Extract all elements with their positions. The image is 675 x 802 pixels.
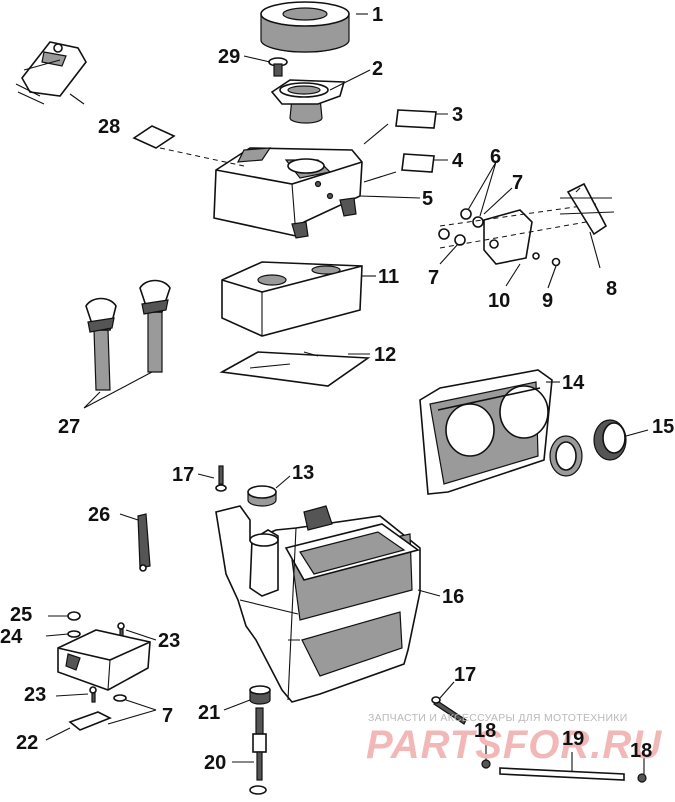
callout-8: 8 xyxy=(606,278,617,300)
callout-23-upper: 23 xyxy=(158,630,180,652)
part-27-intake-tubes xyxy=(83,279,171,409)
part-15-rubber-boots xyxy=(549,419,627,477)
callout-14: 14 xyxy=(562,372,585,394)
callout-13: 13 xyxy=(292,462,314,484)
callout-leaders xyxy=(45,13,649,774)
callout-12: 12 xyxy=(374,344,396,366)
callout-20: 20 xyxy=(204,752,226,774)
part-25-grommet xyxy=(67,611,81,621)
callout-9: 9 xyxy=(542,290,553,312)
part-19-rod xyxy=(499,767,625,781)
part-23-screw-lower xyxy=(89,686,97,703)
callout-5: 5 xyxy=(422,188,433,210)
callout-21: 21 xyxy=(198,702,220,724)
part-26-clip xyxy=(137,513,151,572)
part-7-washer-lower xyxy=(113,694,127,702)
callout-17-lower: 17 xyxy=(454,664,476,686)
callout-2: 2 xyxy=(372,58,383,80)
watermark: ЗАПЧАСТИ И АКСЕССУАРЫ ДЛЯ МОТОТЕХНИКИ PA… xyxy=(366,712,662,767)
callout-16: 16 xyxy=(442,586,464,608)
part-20-drain-tube xyxy=(249,707,267,795)
callout-1: 1 xyxy=(372,4,383,26)
callout-3: 3 xyxy=(452,104,463,126)
callout-19: 19 xyxy=(562,728,584,750)
callout-6: 6 xyxy=(490,146,501,168)
part-14-airbox-frame xyxy=(419,369,553,495)
callout-10: 10 xyxy=(488,290,510,312)
watermark-logo: PARTSFOR.RU xyxy=(366,723,662,767)
callout-22: 22 xyxy=(16,732,38,754)
part-29-push-pin xyxy=(268,57,288,77)
part-5-airbox-cover xyxy=(213,147,363,239)
part-21-grommet xyxy=(249,685,271,705)
callout-26: 26 xyxy=(88,504,110,526)
callout-labels: 1 2 3 4 5 6 7 7 7 8 9 10 11 12 13 14 15 … xyxy=(0,4,674,774)
part-1-foam-ring xyxy=(260,1,350,53)
callout-4: 4 xyxy=(452,150,464,172)
callout-17-upper: 17 xyxy=(172,464,194,486)
callout-11: 11 xyxy=(378,266,399,288)
callout-29: 29 xyxy=(218,46,240,68)
callout-25: 25 xyxy=(10,604,32,626)
callout-7-upper: 7 xyxy=(512,172,523,194)
part-23-screw-upper xyxy=(117,622,125,637)
part-12-gasket-plate xyxy=(219,351,371,387)
callout-18-left: 18 xyxy=(474,720,496,742)
part-16-airbox-housing xyxy=(215,505,421,703)
part-18-nut-right xyxy=(637,773,647,783)
part-22-bracket xyxy=(68,711,112,731)
callout-28: 28 xyxy=(98,116,120,138)
part-13-cap xyxy=(247,485,277,507)
part-8-frame-mount xyxy=(559,182,615,236)
part-2-intake-plate xyxy=(270,79,346,124)
part-11-foam-filter xyxy=(221,261,363,337)
control-module xyxy=(57,629,151,691)
callout-23-lower: 23 xyxy=(24,684,46,706)
callout-7-lower: 7 xyxy=(162,705,173,727)
part-4-decal xyxy=(401,153,435,173)
part-3-decal xyxy=(395,109,437,129)
hardware-bracket-group xyxy=(438,203,597,267)
callout-24: 24 xyxy=(0,626,23,648)
callout-15: 15 xyxy=(652,416,674,438)
vehicle-location-icon xyxy=(15,41,87,105)
part-17-bolt-lower xyxy=(431,696,467,725)
part-24-washer xyxy=(67,630,81,638)
part-17-screw-upper xyxy=(215,465,227,492)
watermark-tagline: ЗАПЧАСТИ И АКСЕССУАРЫ ДЛЯ МОТОТЕХНИКИ xyxy=(368,712,628,724)
part-28-decal xyxy=(132,125,176,149)
callout-27: 27 xyxy=(58,416,80,438)
callout-7-middle: 7 xyxy=(428,267,439,289)
callout-18-right: 18 xyxy=(630,740,652,762)
